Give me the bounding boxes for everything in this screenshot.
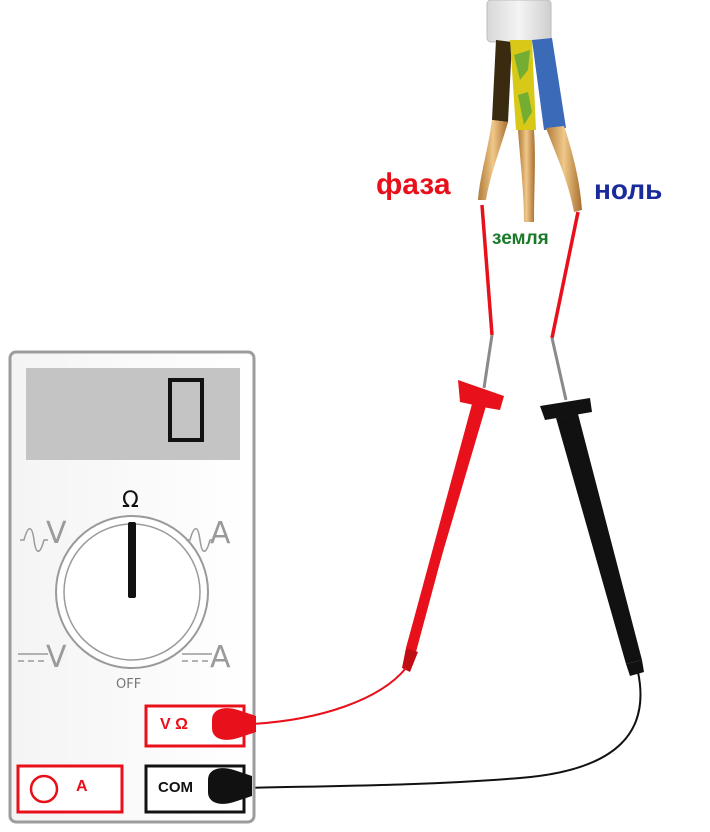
jack-amp-label: A xyxy=(76,778,88,795)
black-plug xyxy=(208,768,252,804)
jack-common-label: COM xyxy=(158,779,193,796)
black-probe[interactable] xyxy=(540,337,644,676)
dial-ac-voltage-label: V xyxy=(46,516,67,551)
ac-wave-icon xyxy=(186,528,214,552)
dial-off-label: OFF xyxy=(116,677,142,692)
neutral-connector-wire xyxy=(550,211,580,339)
meter-display xyxy=(26,368,240,460)
phase-label: фаза xyxy=(376,168,451,201)
cable xyxy=(478,0,582,222)
wire-brown xyxy=(492,40,512,122)
red-probe[interactable] xyxy=(402,334,504,672)
dial-ac-current-label: A xyxy=(210,516,231,551)
copper-ground xyxy=(518,130,535,222)
jack-amp[interactable] xyxy=(16,764,124,814)
red-lead-cable xyxy=(251,667,407,725)
cable-jacket xyxy=(486,0,552,43)
black-lead-cable xyxy=(243,671,642,789)
ground-label: земля xyxy=(492,228,549,249)
jack-voltage-ohm-label: V Ω xyxy=(160,716,188,733)
dial-dc-voltage-label: V xyxy=(46,640,67,675)
dial-ohm-label: Ω xyxy=(122,488,139,513)
dial-pointer xyxy=(128,522,136,598)
multimeter xyxy=(8,350,256,824)
red-plug xyxy=(212,708,256,740)
neutral-label: ноль xyxy=(594,174,663,205)
ac-wave-icon xyxy=(20,528,48,552)
copper-neutral xyxy=(546,126,582,212)
display-digit xyxy=(168,378,204,442)
wire-blue xyxy=(532,38,566,130)
amp-jack-socket xyxy=(29,774,59,804)
phase-connector-wire xyxy=(480,204,494,336)
copper-phase xyxy=(478,120,508,200)
dc-symbol-icon xyxy=(182,653,212,662)
dial-dc-current-label: A xyxy=(210,640,231,675)
dc-symbol-icon xyxy=(18,653,48,662)
